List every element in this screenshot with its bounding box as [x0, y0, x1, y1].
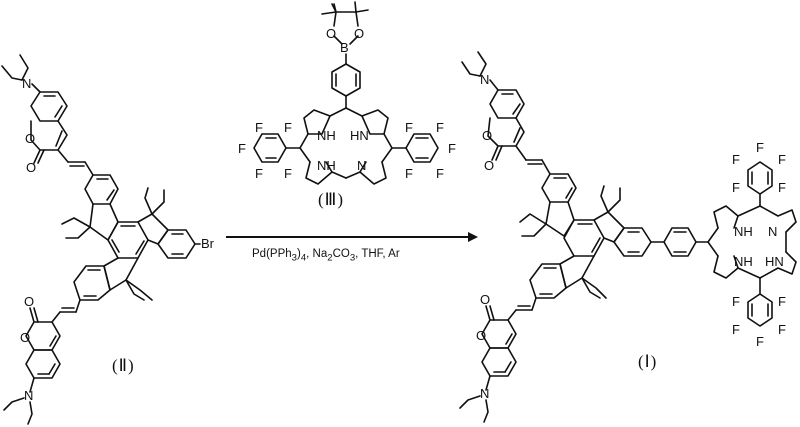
atom-N-product-bottom: N: [480, 386, 489, 401]
atom-O-ring-top: O: [25, 131, 35, 146]
atom-F: F: [436, 166, 444, 181]
atom-NH-1: NH: [317, 128, 336, 143]
atom-F: F: [732, 180, 740, 195]
atom-O-boronate-right: O: [354, 26, 364, 41]
atom-NH-p3: NH: [734, 254, 753, 269]
atom-F: F: [778, 322, 786, 337]
atom-F: F: [756, 140, 764, 155]
atom-N-4: N: [357, 158, 366, 173]
atom-NH-p1: NH: [734, 224, 753, 239]
atom-N-top: N: [22, 76, 31, 91]
atom-F: F: [778, 294, 786, 309]
atom-HN-2: HN: [350, 128, 369, 143]
atom-N-bottom: N: [24, 388, 33, 403]
atom-F: F: [255, 166, 263, 181]
reaction-conditions: Pd(PPh3)4, Na2CO3, THF, Ar: [252, 248, 400, 264]
atom-F: F: [778, 180, 786, 195]
product-I-label: (Ⅰ): [638, 352, 658, 371]
atom-O-carbonyl-top: O: [26, 160, 36, 175]
atom-F: F: [732, 152, 740, 167]
atom-O-product-ring-bottom: O: [476, 328, 486, 343]
atom-F: F: [448, 141, 456, 156]
atom-O-ring-bottom: O: [20, 330, 30, 345]
atom-F: F: [255, 120, 263, 135]
atom-F: F: [732, 294, 740, 309]
atom-N-product-top: N: [480, 72, 489, 87]
atom-O-product-ring-top: O: [482, 128, 492, 143]
reaction-arrow: [226, 236, 472, 238]
atom-F: F: [284, 120, 292, 135]
atom-O-carbonyl-bottom: O: [24, 294, 34, 309]
atom-F: F: [756, 334, 764, 349]
atom-B: B: [340, 40, 349, 55]
atom-F: F: [405, 120, 413, 135]
atom-NH-3: NH: [317, 158, 336, 173]
atom-F: F: [284, 166, 292, 181]
atom-F: F: [732, 322, 740, 337]
reagent-III-label: (Ⅲ): [318, 190, 345, 209]
arrow-head-icon: [468, 232, 478, 242]
atom-O-product-carbonyl-bottom: O: [480, 292, 490, 307]
atom-Br: Br: [201, 236, 215, 251]
atom-F: F: [405, 166, 413, 181]
atom-HN-p4: HN: [765, 254, 784, 269]
atom-F: F: [778, 152, 786, 167]
atom-N-p2: N: [768, 224, 777, 239]
reactant-II-structure: N O O O O N Br: [1, 54, 215, 425]
atom-O-product-carbonyl-top: O: [484, 158, 494, 173]
reactant-II-label: (Ⅱ): [112, 356, 135, 375]
atom-F: F: [436, 120, 444, 135]
atom-O-boronate-left: O: [326, 26, 336, 41]
